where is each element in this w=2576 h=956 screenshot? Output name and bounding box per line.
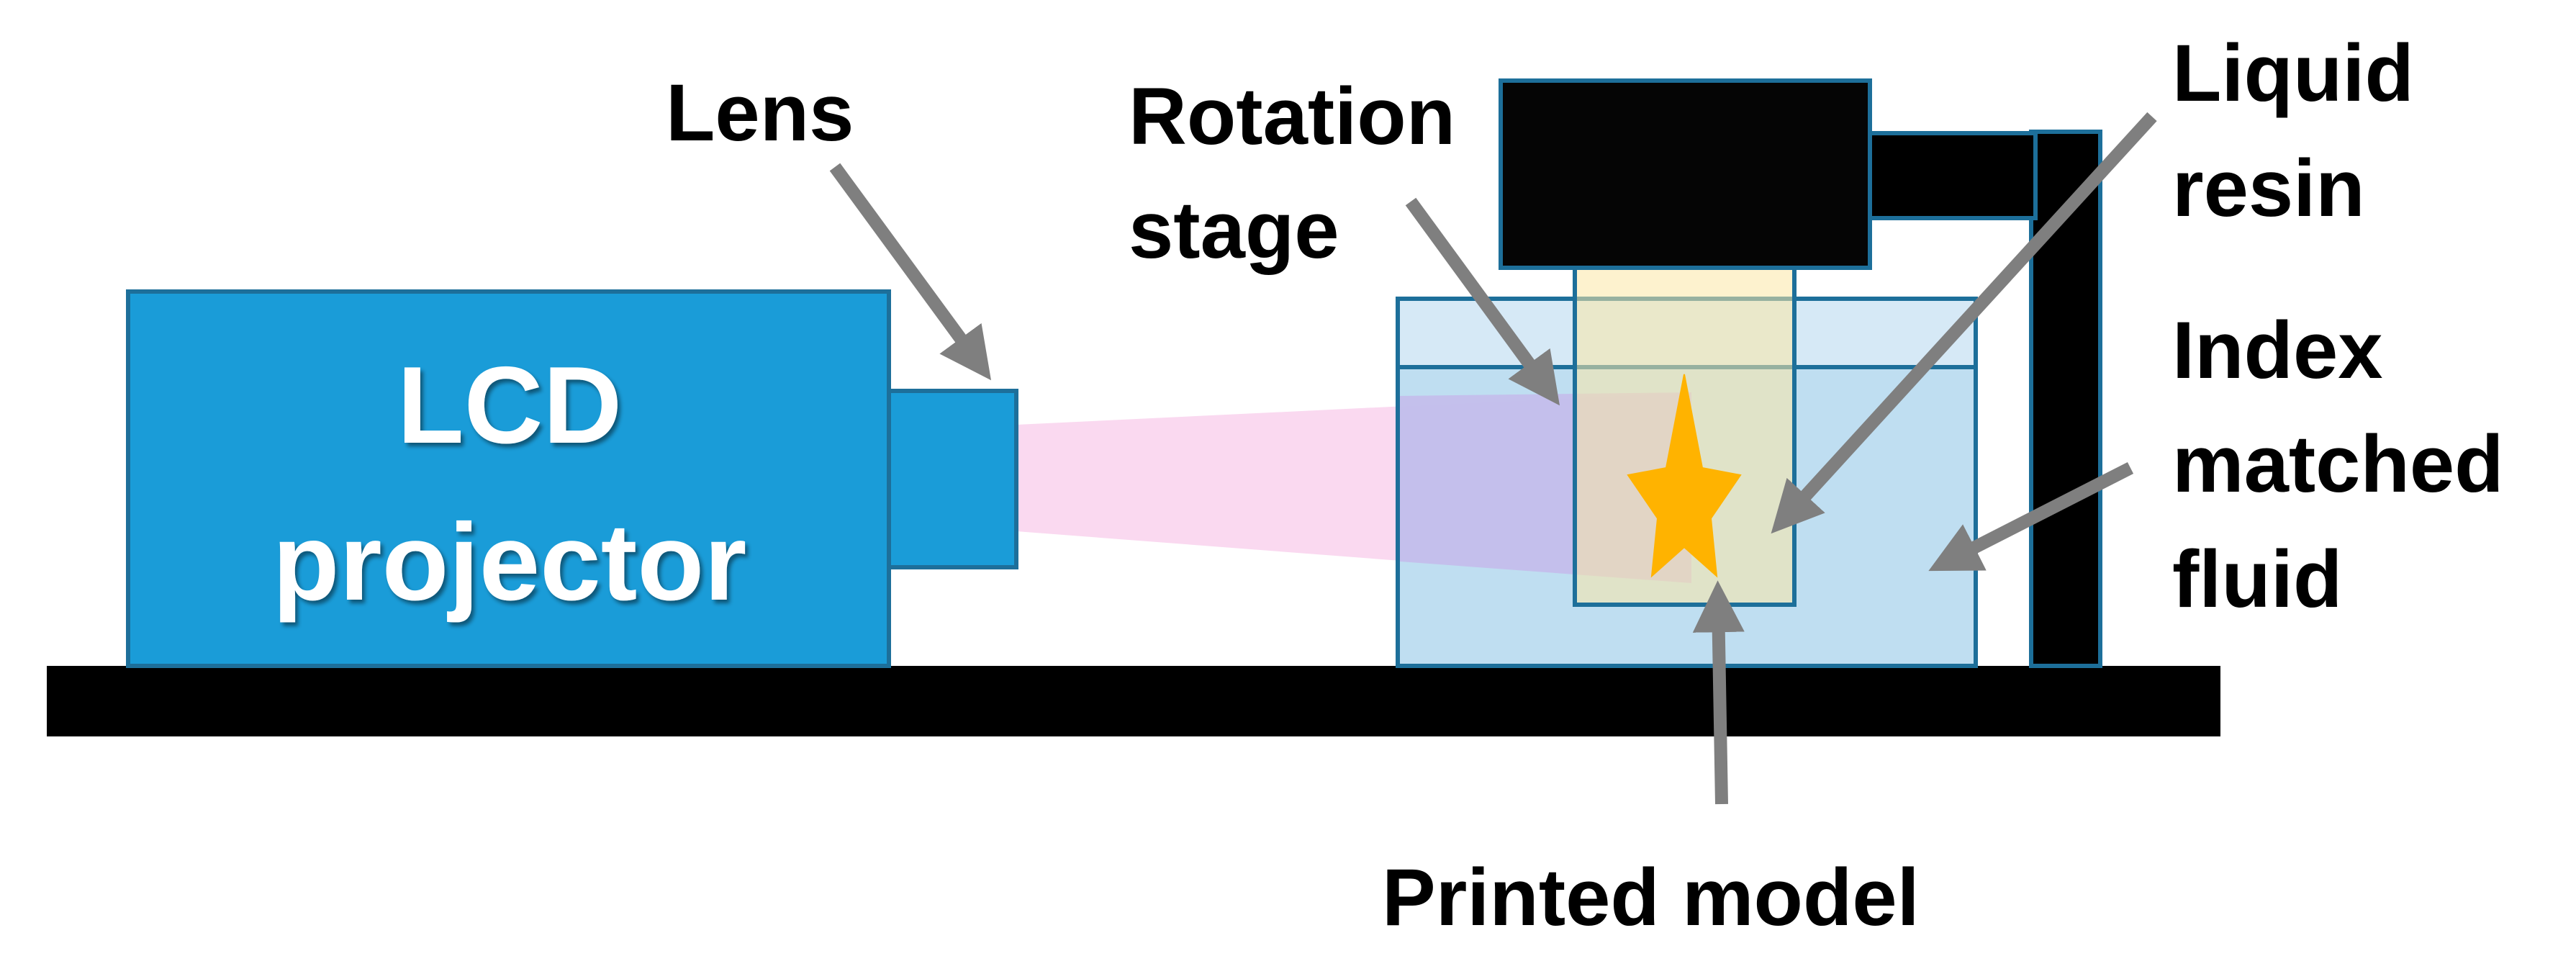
lcd-projector-body xyxy=(126,289,891,668)
index-fluid-label-line2: matched xyxy=(2172,419,2504,509)
stand-vertical-post xyxy=(2029,130,2102,668)
index-fluid-label-line1: Index xyxy=(2172,305,2383,395)
rotation-stage-label-line2: stage xyxy=(1129,185,1339,275)
lens-label: Lens xyxy=(666,68,854,158)
projector-label-line2: projector xyxy=(273,501,747,623)
projector-label-line1: LCD xyxy=(397,344,622,466)
rotation-stage-arrow xyxy=(1405,197,1560,406)
lens-arrow xyxy=(829,163,992,381)
base-table xyxy=(47,666,2220,736)
printed-model-arrow xyxy=(1692,580,1745,805)
lens xyxy=(887,389,1018,569)
index-fluid-label-line3: fluid xyxy=(2172,534,2342,624)
printed-model-star xyxy=(1627,374,1742,578)
stand-horizontal-arm xyxy=(1868,131,2038,220)
index-fluid-arrow xyxy=(1928,461,2134,572)
rotation-stage xyxy=(1499,78,1872,270)
liquid-resin-label-line1: Liquid xyxy=(2172,28,2414,118)
liquid-resin-label-line2: resin xyxy=(2172,143,2365,233)
printed-model-label: Printed model xyxy=(1382,852,1920,942)
liquid-resin-arrow xyxy=(1771,112,2157,534)
rotation-stage-label-line1: Rotation xyxy=(1129,71,1455,161)
